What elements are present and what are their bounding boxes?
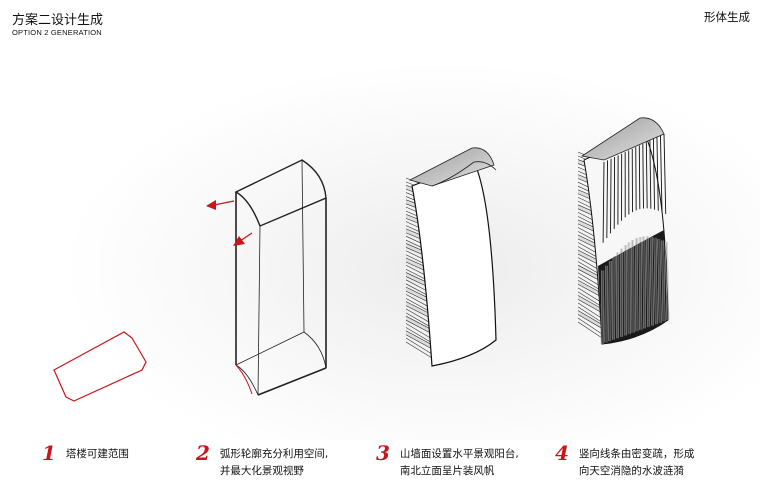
- vertical-fin: [663, 133, 667, 214]
- vertical-fin: [636, 238, 638, 332]
- massing-diagram: [53, 117, 670, 402]
- step-3: 3 山墙面设置水平景观阳台, 南北立面呈片装风帆: [376, 441, 519, 480]
- vertical-fin: [655, 237, 658, 325]
- vertical-fin: [656, 137, 659, 211]
- vertical-fin: [610, 158, 612, 234]
- vertical-fin: [605, 265, 607, 343]
- step-description-line: 并最大化景观视野: [219, 465, 304, 477]
- vertical-fin: [658, 238, 661, 323]
- vertical-fin: [659, 238, 662, 323]
- vertical-fin: [638, 237, 640, 330]
- step-description-line: 向天空消隐的水波涟漪: [578, 465, 684, 477]
- step-4: 4 竖向线条由密变疏，形成 向天空消隐的水波涟漪: [555, 441, 695, 480]
- vertical-fin: [667, 242, 670, 321]
- vertical-fin: [652, 138, 656, 210]
- vertical-fin: [650, 236, 653, 326]
- vertical-fin: [648, 236, 650, 328]
- vertical-fin: [604, 265, 606, 343]
- vertical-fin: [663, 240, 666, 322]
- vertical-fin: [602, 270, 605, 345]
- vertical-fin: [645, 142, 648, 209]
- vertical-fin: [654, 237, 657, 325]
- vertical-fin: [635, 238, 637, 332]
- page-title: 方案二设计生成: [12, 13, 104, 28]
- step-description-line: 塔楼可建范围: [65, 448, 129, 460]
- view-arrow-icon: [206, 200, 235, 210]
- vertical-fin: [649, 140, 652, 209]
- vertical-fin: [601, 270, 604, 345]
- page-subtitle: OPTION 2 GENERATION: [12, 28, 102, 37]
- step-description-line: 南北立面呈片装风帆: [399, 465, 495, 477]
- vertical-fin: [640, 237, 643, 330]
- step-description-line: 竖向线条由密变疏，形成: [578, 448, 695, 460]
- vertical-fin: [660, 135, 663, 213]
- section-label: 形体生成: [704, 10, 750, 24]
- step3-balcony-volume: [405, 147, 497, 367]
- step-description-line: 弧形轮廓充分利用空间,: [219, 448, 329, 460]
- step1-footprint: [53, 331, 147, 402]
- vertical-fin: [653, 237, 656, 325]
- vertical-fin: [647, 236, 649, 328]
- vertical-fin: [637, 238, 639, 332]
- step-number: 4: [555, 441, 569, 465]
- vertical-fin: [642, 236, 644, 329]
- vertical-fin: [657, 238, 660, 323]
- vertical-fin: [649, 236, 652, 326]
- vertical-fin: [666, 242, 669, 321]
- vertical-fin: [609, 261, 611, 342]
- step-1: 1 塔楼可建范围: [42, 441, 129, 465]
- vertical-fin: [652, 236, 654, 326]
- vertical-fin: [610, 261, 612, 342]
- step-2: 2 弧形轮廓充分利用空间, 并最大化景观视野: [196, 441, 329, 480]
- vertical-fin: [664, 242, 668, 321]
- vertical-fin: [644, 236, 647, 329]
- vertical-fin: [662, 240, 665, 322]
- step-description-line: 山墙面设置水平景观阳台,: [399, 448, 519, 460]
- vertical-fin: [600, 270, 602, 345]
- vertical-fin: [639, 237, 642, 330]
- vertical-fin: [602, 161, 605, 243]
- vertical-fin: [606, 160, 608, 239]
- step-number: 2: [196, 441, 210, 465]
- view-arrow-icon: [233, 232, 253, 246]
- vertical-fin: [606, 265, 608, 343]
- vertical-fin: [661, 240, 664, 322]
- vertical-fin: [646, 236, 648, 328]
- step-number: 1: [42, 441, 56, 465]
- vertical-fin: [643, 236, 645, 329]
- step2-wireframe: [234, 159, 327, 396]
- step-number: 3: [376, 441, 390, 465]
- step4-fin-volume: [577, 117, 670, 345]
- vertical-fin: [642, 143, 644, 209]
- vertical-fin: [638, 145, 641, 210]
- vertical-fin: [608, 261, 610, 342]
